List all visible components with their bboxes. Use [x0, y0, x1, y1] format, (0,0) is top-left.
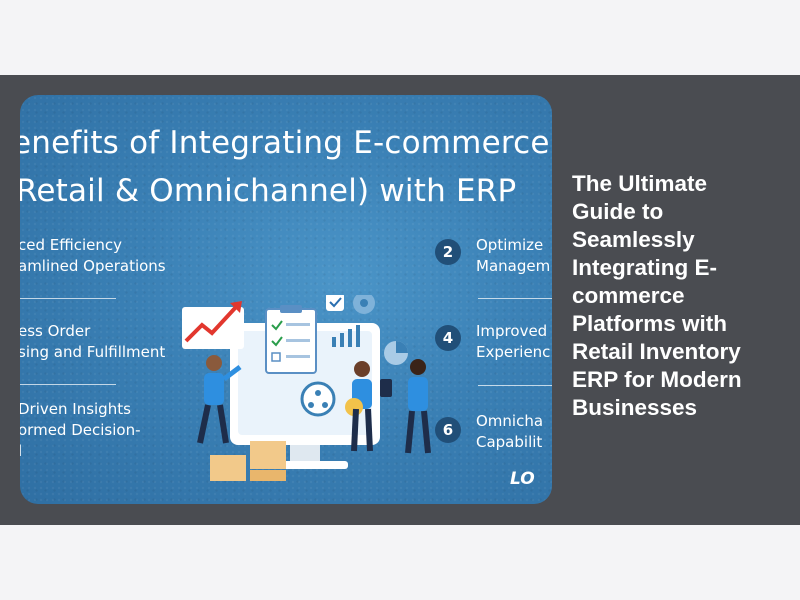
article-heading[interactable]: The Ultimate Guide to Seamlessly Integra… [572, 171, 742, 420]
infographic-title-line2: Retail & Omnichannel) with ERP [20, 173, 517, 209]
benefit-item-3: ess Order sing and Fulfillment [20, 321, 165, 363]
benefit-5-line2: ormed Decision- [20, 421, 141, 439]
brand-logo-fragment: LO [510, 469, 535, 489]
pie-chart-icon [384, 341, 408, 365]
benefit-3-line1: ess Order [20, 322, 91, 340]
bar-chart-icon [332, 325, 360, 347]
benefit-6-line2: Capabilit [476, 433, 543, 451]
gear-icon [353, 295, 375, 314]
person-left-figure [197, 355, 242, 444]
number-badge-4: 4 [435, 325, 461, 351]
divider [20, 298, 116, 299]
benefit-1-line1: ced Efficiency [20, 236, 123, 254]
benefit-5-line3: l [20, 442, 23, 460]
clipboard-icon [380, 379, 392, 397]
benefit-4-line2: Experienc [476, 343, 551, 361]
benefit-item-6: Omnicha Capabilit [476, 411, 543, 453]
benefit-item-5: Driven Insights ormed Decision- l [20, 399, 140, 462]
divider [478, 385, 552, 386]
person-middle-figure [345, 361, 373, 452]
infographic-title-line1: enefits of Integrating E-commerce [20, 125, 550, 161]
infographic-image[interactable]: enefits of Integrating E-commerce Retail… [20, 95, 552, 504]
number-badge-6: 6 [435, 417, 461, 443]
benefit-2-line1: Optimize [476, 236, 544, 254]
checkbox-icon [326, 295, 344, 311]
divider [20, 384, 116, 385]
benefit-2-line2: Managem [476, 257, 551, 275]
benefit-item-4: Improved Experienc [476, 321, 550, 363]
number-badge-2: 2 [435, 239, 461, 265]
divider [478, 298, 552, 299]
benefit-4-line1: Improved [476, 322, 548, 340]
benefit-6-line1: Omnicha [476, 412, 544, 430]
benefit-5-line1: Driven Insights [20, 400, 131, 418]
benefit-item-2: Optimize Managem [476, 235, 550, 277]
benefit-3-line2: sing and Fulfillment [20, 343, 166, 361]
chart-arrow-icon [182, 301, 244, 349]
benefit-1-line2: amlined Operations [20, 257, 166, 275]
checklist-icon [265, 305, 317, 374]
person-right-figure [405, 359, 431, 454]
org-chart-icon [300, 381, 336, 417]
boxes-icon [210, 441, 286, 481]
business-illustration [182, 295, 431, 481]
benefit-item-1: ced Efficiency amlined Operations [20, 235, 166, 277]
